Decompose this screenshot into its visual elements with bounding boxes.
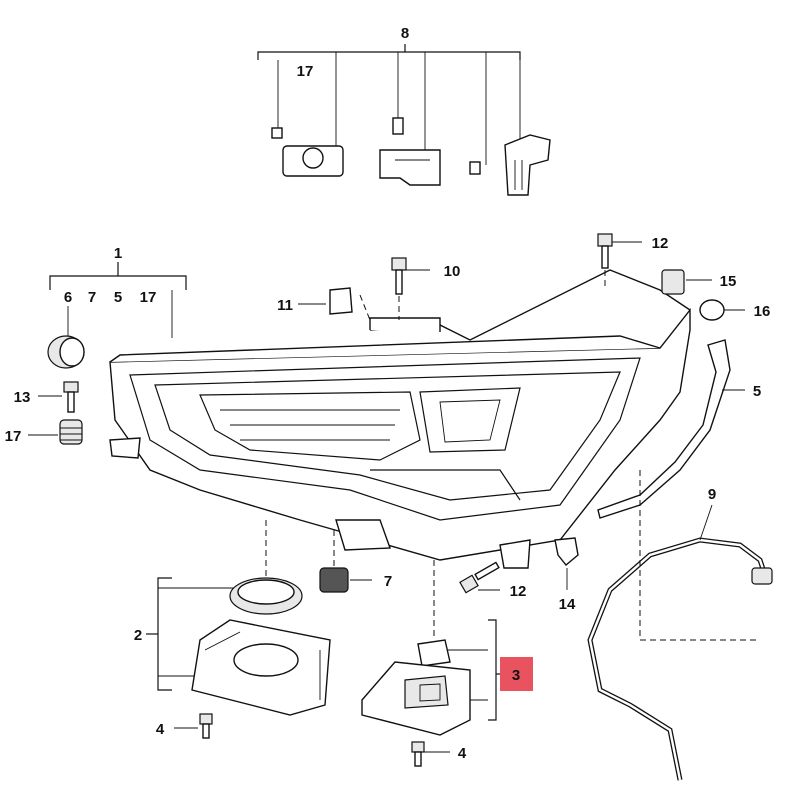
part-4-left-screw <box>174 713 213 739</box>
part-15-nut <box>661 269 712 295</box>
label-5-right: 5 <box>753 383 761 400</box>
part-13-screw <box>38 381 79 413</box>
label-4-left: 4 <box>156 721 165 738</box>
mounting-bracket-b <box>379 117 441 186</box>
label-1: 1 <box>114 245 122 262</box>
part-4-right-screw <box>411 741 450 767</box>
part-2-ring <box>229 520 303 615</box>
mounting-bracket-a <box>271 127 344 177</box>
label-16: 16 <box>754 303 771 320</box>
part-14-clip <box>554 537 579 590</box>
part-16-cap <box>699 299 745 321</box>
label-17-left: 17 <box>5 428 22 445</box>
label-13: 13 <box>14 389 31 406</box>
label-7-b: 7 <box>384 573 392 590</box>
label-6: 6 <box>64 289 72 306</box>
part-3-control-unit <box>361 661 471 736</box>
label-10: 10 <box>444 263 461 280</box>
label-3: 3 <box>512 667 520 684</box>
bracket-group-8 <box>257 44 521 165</box>
part-10-screw <box>391 257 430 320</box>
part-7-block <box>319 530 372 593</box>
highlight-box-3 <box>500 657 533 691</box>
part-2-module <box>191 619 331 716</box>
label-4-right: 4 <box>458 745 467 762</box>
bracket-group-2 <box>146 577 236 691</box>
label-14: 14 <box>559 596 576 613</box>
label-15: 15 <box>720 273 737 290</box>
label-9: 9 <box>708 486 716 503</box>
part-12-bottom-screw <box>459 561 500 594</box>
part-11-clip <box>298 287 371 321</box>
label-12-bottom: 12 <box>510 583 527 600</box>
label-5-a: 5 <box>114 289 122 306</box>
label-7-a: 7 <box>88 289 96 306</box>
label-11: 11 <box>277 297 293 314</box>
label-12-top: 12 <box>652 235 669 252</box>
part-5-strip <box>597 339 745 519</box>
label-17-top: 17 <box>297 63 314 80</box>
part-17-grommet <box>28 419 83 445</box>
mounting-bracket-c <box>469 134 551 196</box>
bracket-group-1 <box>49 262 187 338</box>
part-9-hose <box>587 470 773 781</box>
label-8: 8 <box>401 25 409 42</box>
part-3-seal <box>417 639 451 667</box>
part-6-seal <box>47 306 85 369</box>
part-12-top-screw <box>597 233 642 290</box>
label-17-b: 17 <box>140 289 157 306</box>
label-2: 2 <box>134 627 142 644</box>
headlight-housing <box>109 269 691 569</box>
